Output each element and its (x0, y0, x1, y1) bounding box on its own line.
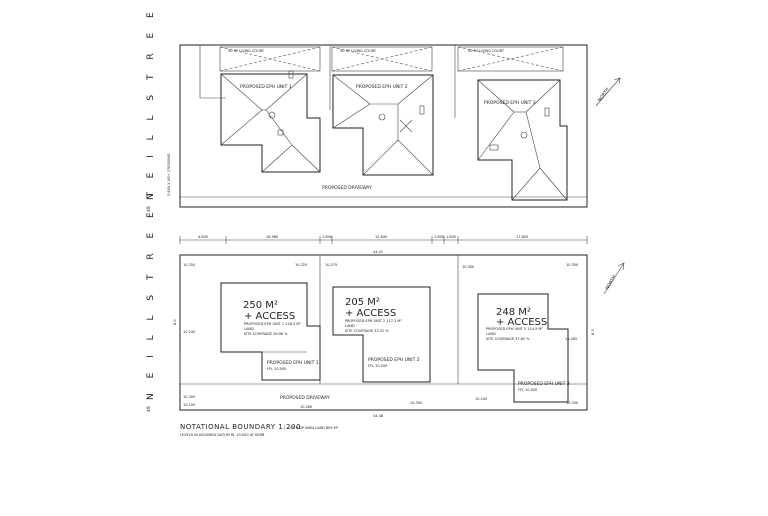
unit-3-label: PROPOSED EPH UNIT 3 (484, 100, 536, 106)
svg-text:10.100: 10.100 (183, 403, 195, 407)
living-court-1: 50 M² LIVING COURT (219, 46, 321, 72)
plan-title: NOTATIONAL BOUNDARY 1:200 (180, 423, 301, 431)
svg-text:17.600: 17.600 (516, 235, 528, 239)
unit-1-roof: PROPOSED EPH UNIT 1 (220, 70, 321, 173)
court-label-1: 50 M² LIVING COURT (228, 49, 265, 53)
street-number-bottom: 49 (146, 406, 152, 412)
svg-text:10.245: 10.245 (183, 330, 195, 334)
site-boundary-bottom (179, 254, 588, 411)
street-name-bottom: N E I L L S T R E E T (146, 186, 156, 400)
unit-3-roof: PROPOSED EPH UNIT 3 (477, 79, 568, 201)
svg-text:10.300: 10.300 (183, 395, 195, 399)
boundary-top-length: 44.41 (373, 250, 383, 254)
svg-text:10.350: 10.350 (566, 263, 578, 267)
svg-text:10.340: 10.340 (566, 401, 578, 405)
side-dim-left: 8.0 (173, 319, 177, 325)
living-court-2: 50 M² LIVING COURT (331, 46, 433, 72)
lot-1-ffl: FFL 10.500 (267, 367, 286, 371)
svg-text:SITE COVERAGE 37.80 %: SITE COVERAGE 37.80 % (486, 337, 530, 341)
lot-3-ffl: FFL 10.500 (518, 388, 537, 392)
unit-2-roof: PROPOSED EPH UNIT 2 (332, 74, 434, 176)
bottom-site-plan: N E I L L S T R E E T 49 4.800 16.960 1.… (146, 186, 625, 437)
levels-note: LEVELS IN ASSUMED DATUM RL 10.000 AT KER… (180, 433, 265, 437)
unit-2-label: PROPOSED EPH UNIT 2 (356, 84, 408, 90)
svg-text:10.275: 10.275 (325, 263, 337, 267)
svg-text:12.840: 12.840 (375, 235, 387, 239)
svg-text:1.800: 1.800 (446, 235, 456, 239)
svg-text:PROPOSED EPH UNIT 2 117.2 M²: PROPOSED EPH UNIT 2 117.2 M² (345, 319, 402, 323)
driveway-strip (179, 352, 587, 385)
svg-text:SITE COVERAGE 28.96 %: SITE COVERAGE 28.96 % (244, 332, 288, 336)
top-roof-plan: N E I L L S T R E E T 49 5.800 X VEH. CR… (146, 0, 621, 212)
svg-text:10.300: 10.300 (410, 401, 422, 405)
svg-text:10.265: 10.265 (565, 337, 577, 341)
lot-2-access: + ACCESS (345, 308, 396, 319)
court-label-3: 50 M² LIVING COURT (468, 49, 505, 53)
spot-levels: 10.250 10.325 10.275 10.300 10.245 10.35… (183, 263, 578, 409)
lot-1: 250 M² + ACCESS PROPOSED EPH UNIT 1 116.… (220, 282, 321, 381)
svg-text:LAND: LAND (244, 327, 254, 331)
boundary-bottom-length: 44.48 (373, 414, 383, 418)
street-number-top: 49 (146, 206, 152, 212)
lot-1-area: 250 M² (243, 300, 278, 311)
lot-1-label: PROPOSED EPH UNIT 1 (267, 360, 319, 366)
north-arrow-top: NORTH (595, 77, 621, 107)
living-court-3: 50 M² LIVING COURT (457, 46, 564, 72)
lot-2-ffl: FFL 10.500 (368, 364, 387, 368)
svg-text:1.800: 1.800 (322, 235, 332, 239)
lot-3-area: 248 M² (496, 307, 531, 318)
svg-text:4.800: 4.800 (198, 235, 208, 239)
svg-text:10.260: 10.260 (300, 405, 312, 409)
side-dim-right: 8.3 (591, 329, 595, 335)
svg-text:10.325: 10.325 (295, 263, 307, 267)
lot-3-label: PROPOSED EPH UNIT 3 (518, 381, 570, 387)
svg-text:10.300: 10.300 (462, 265, 474, 269)
lot-2-area: 205 M² (345, 297, 380, 308)
north-arrow-bottom: NORTH (603, 262, 625, 295)
lot-info: LOT 6 DP 0664 LAND 809 M² (288, 426, 339, 430)
dimension-line-top: 4.800 16.960 1.800 12.840 1.800 1.800 17… (179, 235, 588, 244)
crossing-note: 5.800 X VEH. CROSSING (167, 153, 171, 196)
lot-1-access: + ACCESS (244, 311, 295, 322)
svg-text:SITE COVERAGE 33.32 %: SITE COVERAGE 33.32 % (345, 329, 389, 333)
lot-2: 205 M² + ACCESS PROPOSED EPH UNIT 2 117.… (332, 286, 431, 383)
lot-3-access: + ACCESS (496, 317, 547, 328)
site-boundary-top (179, 44, 588, 208)
svg-text:LAND: LAND (486, 332, 496, 336)
svg-text:PROPOSED EPH UNIT 1 116.5 M²: PROPOSED EPH UNIT 1 116.5 M² (244, 322, 301, 326)
driveway-label-bottom: PROPOSED DRIVEWAY (280, 395, 330, 401)
svg-text:10.250: 10.250 (183, 263, 195, 267)
svg-text:LAND: LAND (345, 324, 355, 328)
svg-text:16.960: 16.960 (266, 235, 278, 239)
svg-text:NORTH: NORTH (597, 87, 611, 103)
svg-text:1.800: 1.800 (434, 235, 444, 239)
lot-3: 248 M² + ACCESS PROPOSED EPH UNIT 3 114.… (477, 293, 570, 403)
street-name-top: N E I L L S T R E E T (146, 0, 156, 200)
unit-1-label: PROPOSED EPH UNIT 1 (240, 84, 292, 90)
svg-text:PROPOSED EPH UNIT 3 114.9 M²: PROPOSED EPH UNIT 3 114.9 M² (486, 327, 543, 331)
court-label-2: 50 M² LIVING COURT (340, 49, 377, 53)
svg-text:10.240: 10.240 (475, 397, 487, 401)
lot-2-label: PROPOSED EPH UNIT 2 (368, 357, 420, 363)
driveway-label-top: PROPOSED DRIVEWAY (322, 185, 372, 191)
